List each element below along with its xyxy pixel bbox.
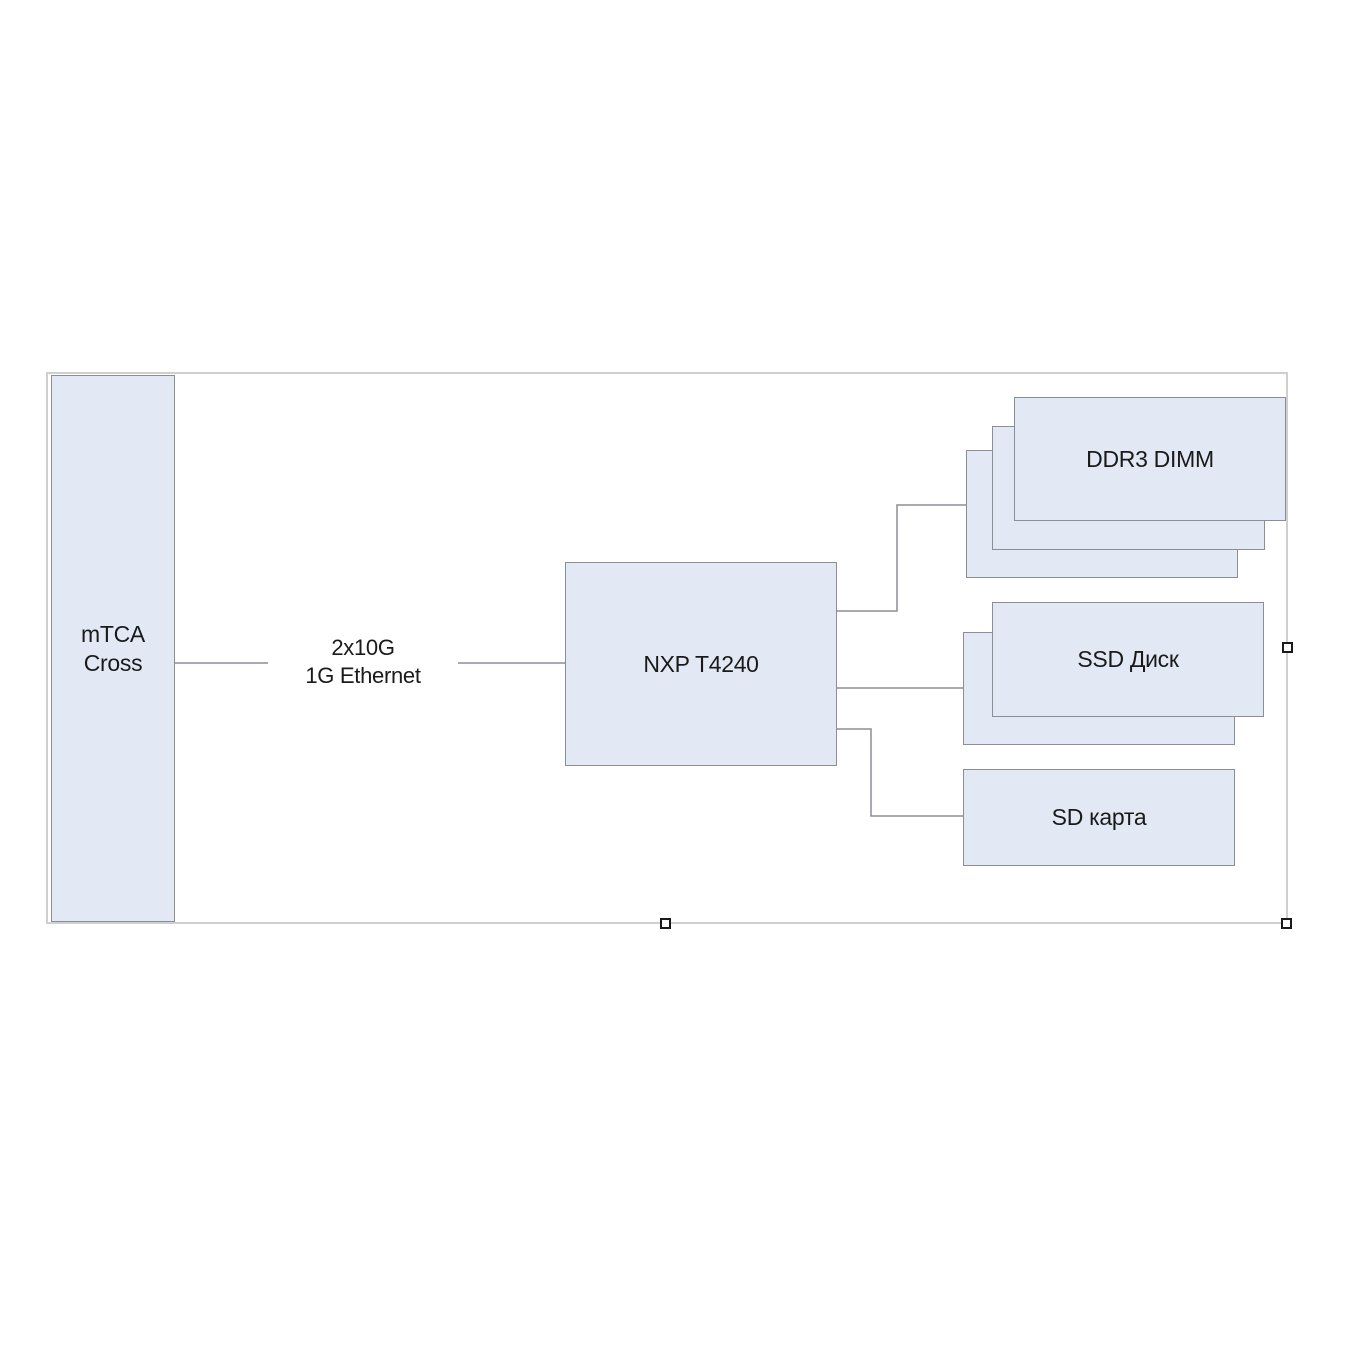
ssd-disk-block: SSD Диск: [992, 602, 1264, 717]
sd-card-block: SD карта: [963, 769, 1235, 866]
resize-handle-bottom[interactable]: [660, 918, 671, 929]
ddr-dimm-block: DDR3 DIMM: [1014, 397, 1286, 521]
ethernet-link-label: 2x10G 1G Ethernet: [268, 634, 458, 690]
resize-handle-bottom-right[interactable]: [1281, 918, 1292, 929]
link-label-line1: 2x10G: [331, 635, 395, 660]
mtca-cross-label: mTCA Cross: [81, 620, 145, 678]
resize-handle-right[interactable]: [1282, 642, 1293, 653]
ddr-link-line: [836, 504, 966, 612]
nxp-cpu-block: NXP T4240: [565, 562, 837, 766]
nxp-cpu-label: NXP T4240: [643, 650, 759, 677]
mtca-label-line2: Cross: [83, 649, 143, 676]
mtca-cross-block: mTCA Cross: [51, 375, 175, 922]
sd-card-label: SD карта: [1051, 804, 1147, 830]
ddr-dimm-label: DDR3 DIMM: [1086, 445, 1214, 472]
sd-link-line: [836, 728, 963, 817]
link-label-line2: 1G Ethernet: [305, 663, 421, 688]
mtca-label-line1: mTCA: [81, 620, 145, 647]
ssd-disk-label: SSD Диск: [1077, 646, 1179, 672]
